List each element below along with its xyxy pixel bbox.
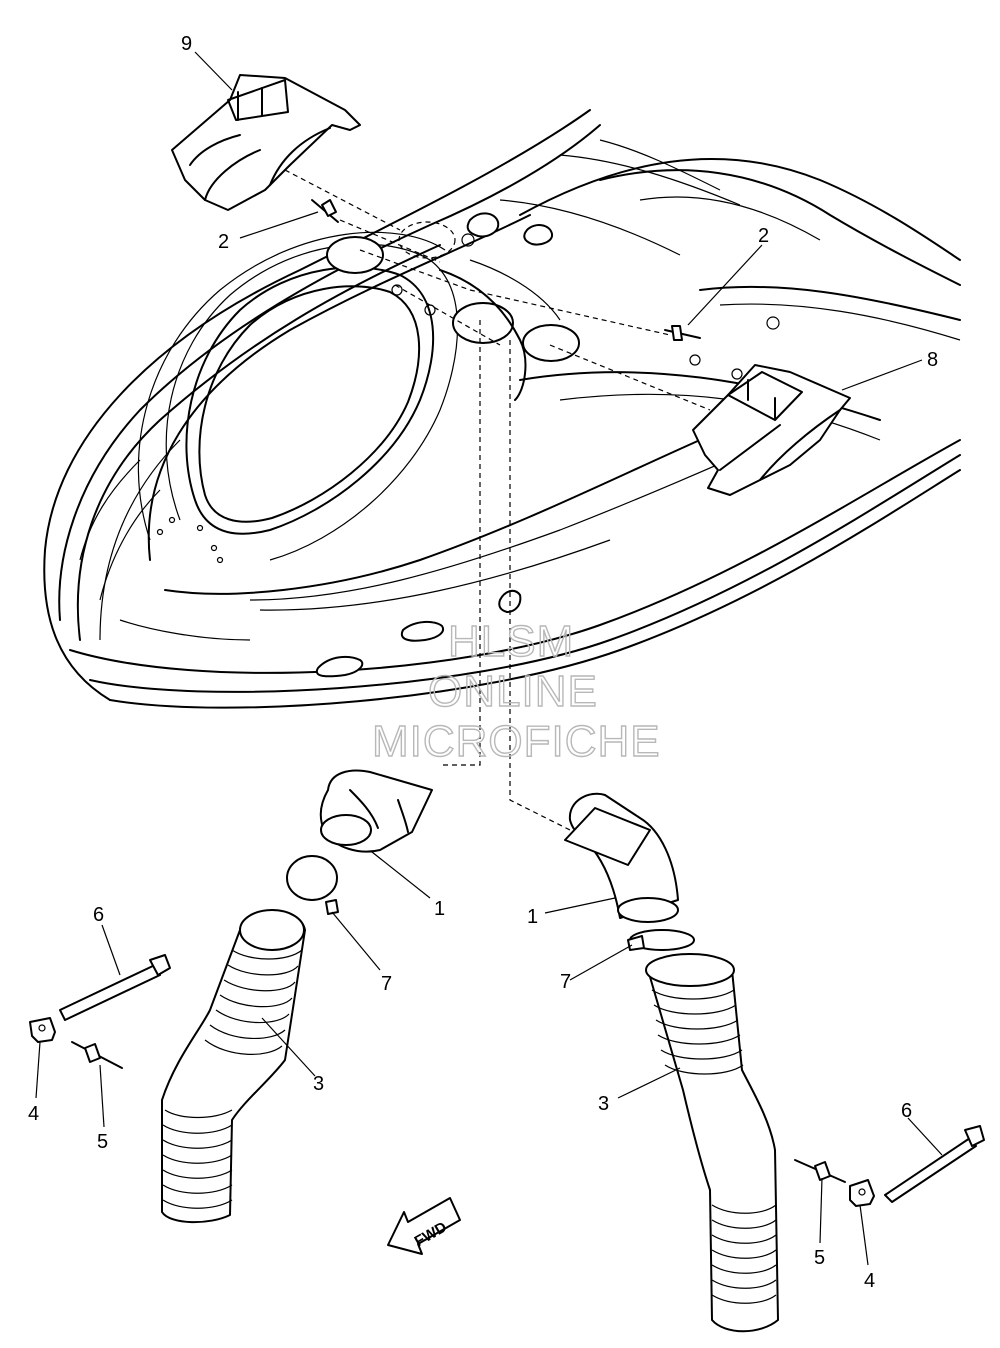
callout-7-left: 7 [381, 973, 392, 995]
part-6-cable-tie-left [59, 954, 171, 1021]
part-3-hose-right [645, 953, 779, 1333]
assembly-guide-lines [284, 169, 711, 831]
watermark-line-2: ONLINE [428, 667, 598, 716]
part-7-clamp-left [286, 855, 339, 915]
callout-2-left: 2 [218, 231, 229, 253]
part-8-vent-cover [692, 364, 851, 496]
callout-9: 9 [181, 33, 192, 55]
callout-7-right: 7 [560, 971, 571, 993]
callout-5-left: 5 [97, 1131, 108, 1153]
deck-hull [43, 109, 961, 709]
part-5-rivet-left [71, 1041, 123, 1069]
callout-4-right: 4 [864, 1270, 875, 1292]
part-6-cable-tie-right [884, 1125, 985, 1203]
callout-4-left: 4 [28, 1103, 39, 1125]
callout-3-right: 3 [598, 1093, 609, 1115]
part-4-clip-left [29, 1017, 56, 1043]
watermark: HLSM ONLINE MICROFICHE [371, 616, 661, 766]
part-5-rivet-right [794, 1159, 846, 1183]
callout-1-right: 1 [527, 906, 538, 928]
part-2-rivet-left [311, 199, 339, 223]
part-7-clamp-right [627, 929, 695, 951]
part-4-clip-right [849, 1179, 875, 1207]
part-2-rivet-right [664, 325, 701, 341]
part-9-vent-cover [171, 74, 361, 211]
callout-6-right: 6 [901, 1100, 912, 1122]
part-3-hose-left [161, 909, 306, 1224]
callout-5-right: 5 [814, 1247, 825, 1269]
watermark-line-1: HLSM [448, 617, 574, 666]
part-1-elbow-right [564, 792, 679, 923]
callout-labels: 9 2 2 8 1 1 7 7 6 6 3 3 4 4 5 5 [28, 33, 938, 1292]
forward-direction-arrow: FWD [387, 1197, 461, 1255]
callout-8: 8 [927, 349, 938, 371]
leader-lines [35, 51, 943, 1266]
callout-1-left: 1 [434, 898, 445, 920]
callout-6-left: 6 [93, 904, 104, 926]
part-1-elbow-left [319, 769, 433, 853]
callout-3-left: 3 [313, 1073, 324, 1095]
callout-2-right: 2 [758, 225, 769, 247]
watermark-line-3: MICROFICHE [372, 717, 661, 766]
